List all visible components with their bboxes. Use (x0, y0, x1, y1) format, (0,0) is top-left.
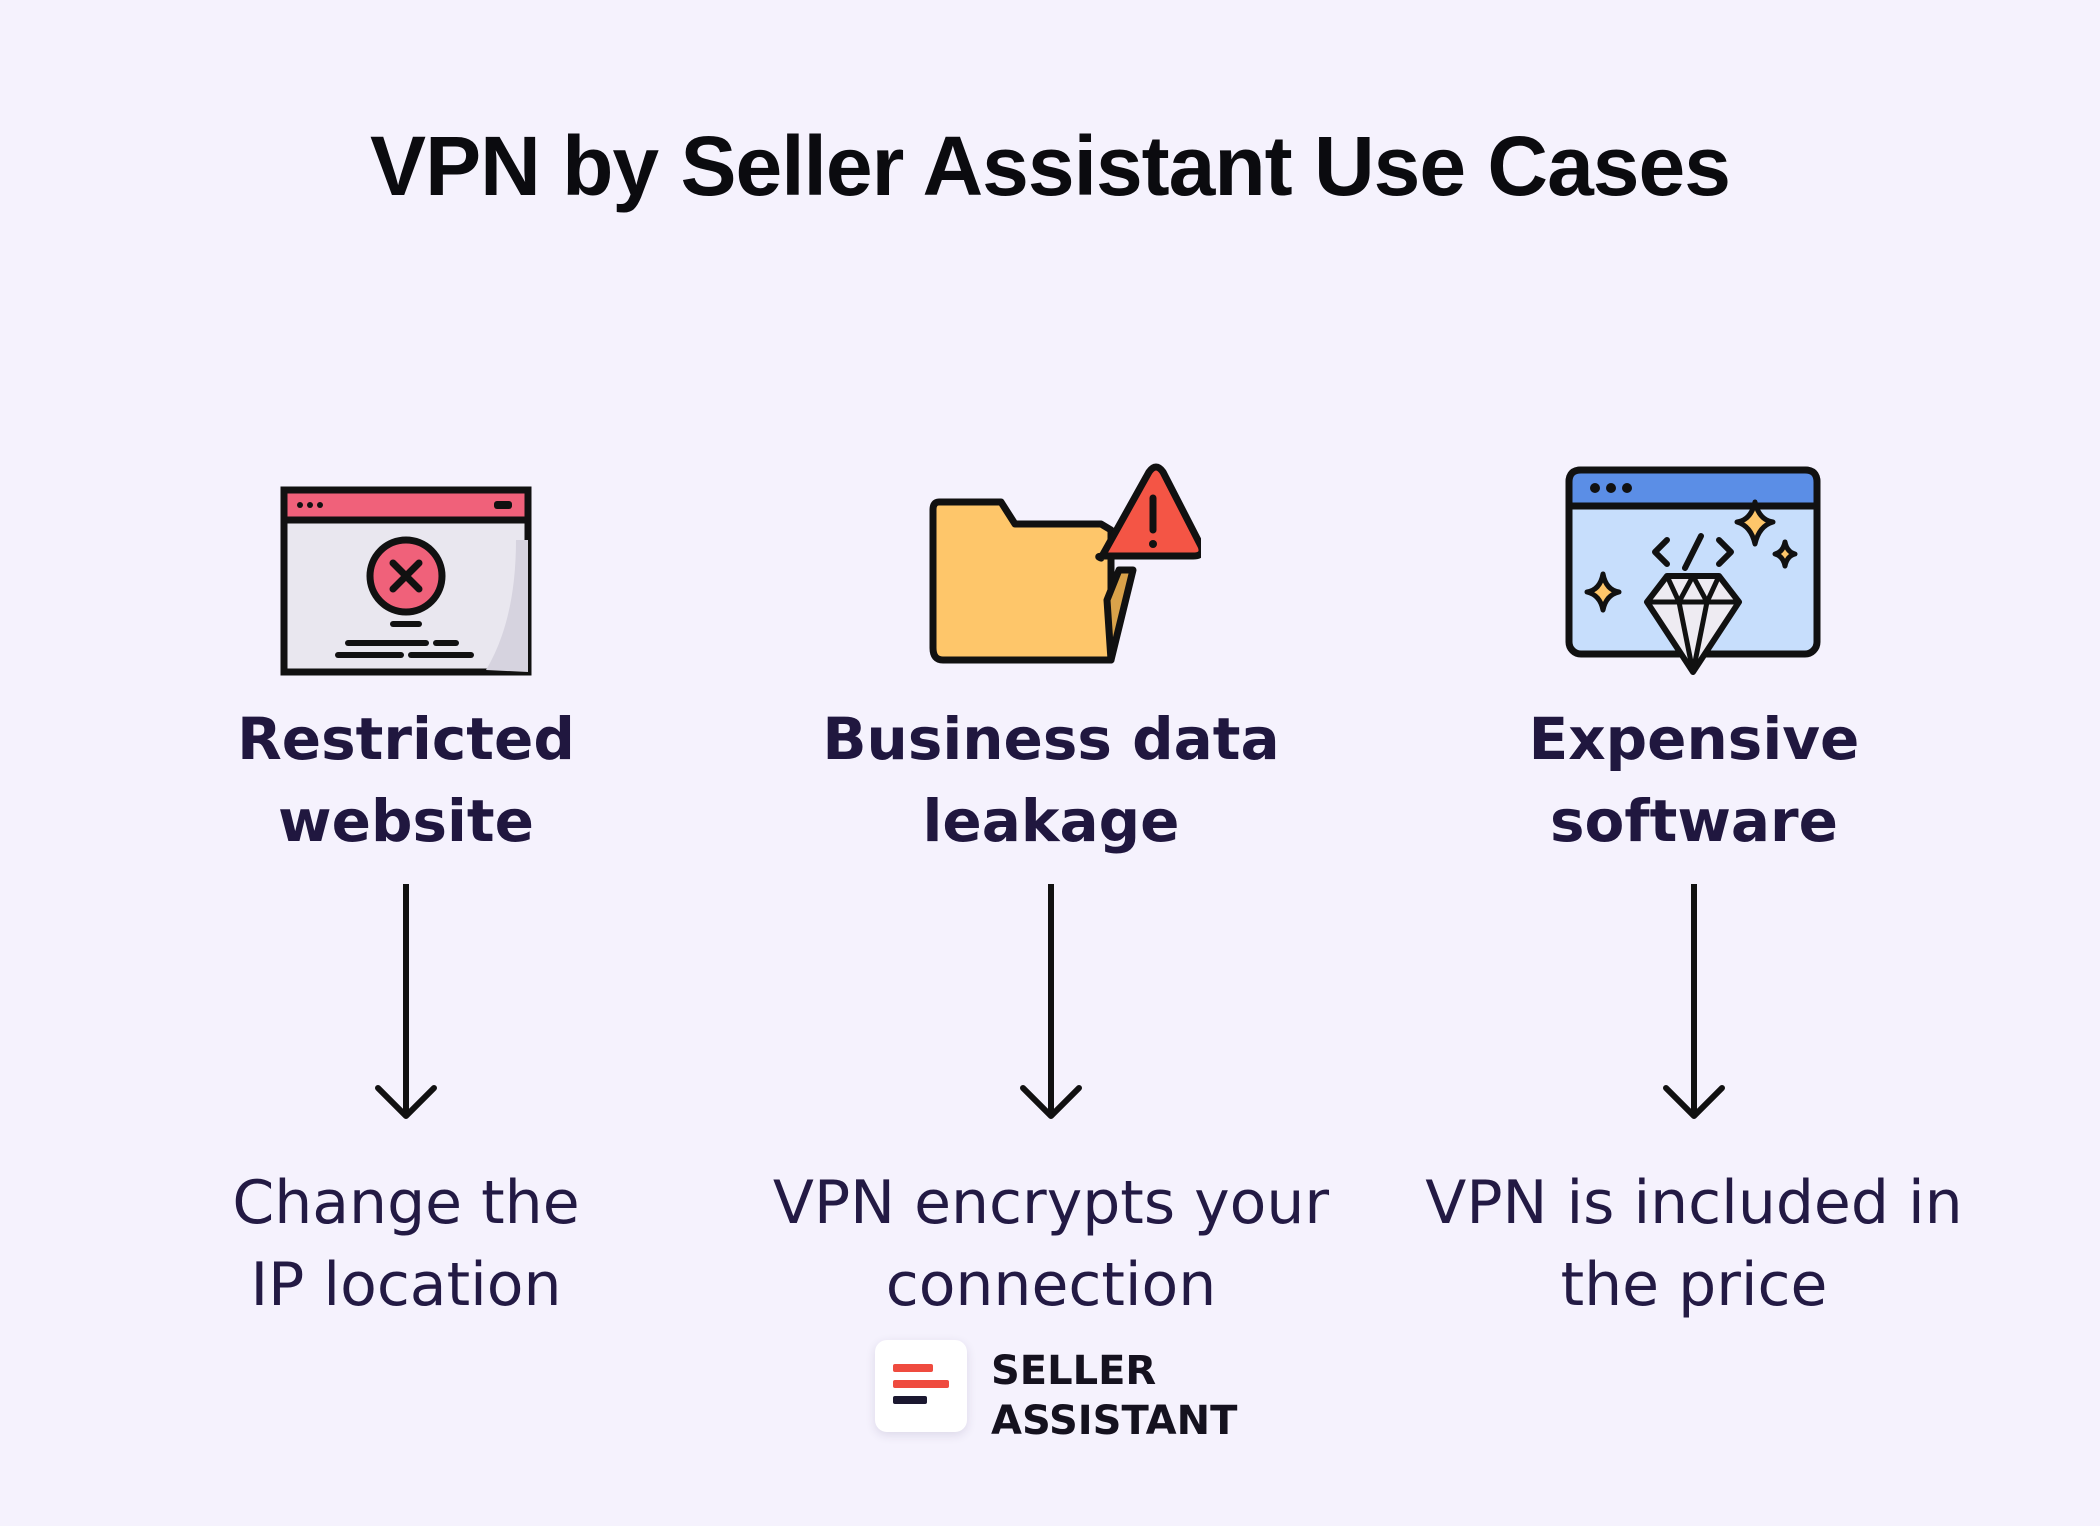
down-arrow-icon (1663, 884, 1725, 1119)
use-case-heading: Business data leakage (822, 705, 1280, 855)
use-case-heading: Restricted website (237, 705, 575, 855)
folder-warning-icon (929, 463, 1201, 664)
down-arrow-icon (1020, 884, 1082, 1119)
logo-mark-icon (875, 1340, 967, 1432)
use-case-result: Change the IP location (232, 1168, 580, 1320)
use-case-result: VPN is included in the price (1425, 1168, 1963, 1320)
use-case-heading: Expensive software (1528, 705, 1860, 855)
use-case-restricted-website: Restricted website Change the IP locatio… (86, 450, 726, 1326)
logo-wordmark: SELLER ASSISTANT (991, 1348, 1238, 1444)
diamond-software-icon (1565, 466, 1821, 675)
down-arrow-icon (375, 884, 437, 1119)
page-title: VPN by Seller Assistant Use Cases (370, 119, 1731, 213)
restricted-website-icon (280, 486, 532, 676)
use-case-result: VPN encrypts your connection (772, 1168, 1330, 1320)
use-case-business-data-leakage: Business data leakage VPN encrypts your … (731, 450, 1371, 1326)
use-case-expensive-software: Expensive software VPN is included in th… (1374, 450, 2014, 1326)
